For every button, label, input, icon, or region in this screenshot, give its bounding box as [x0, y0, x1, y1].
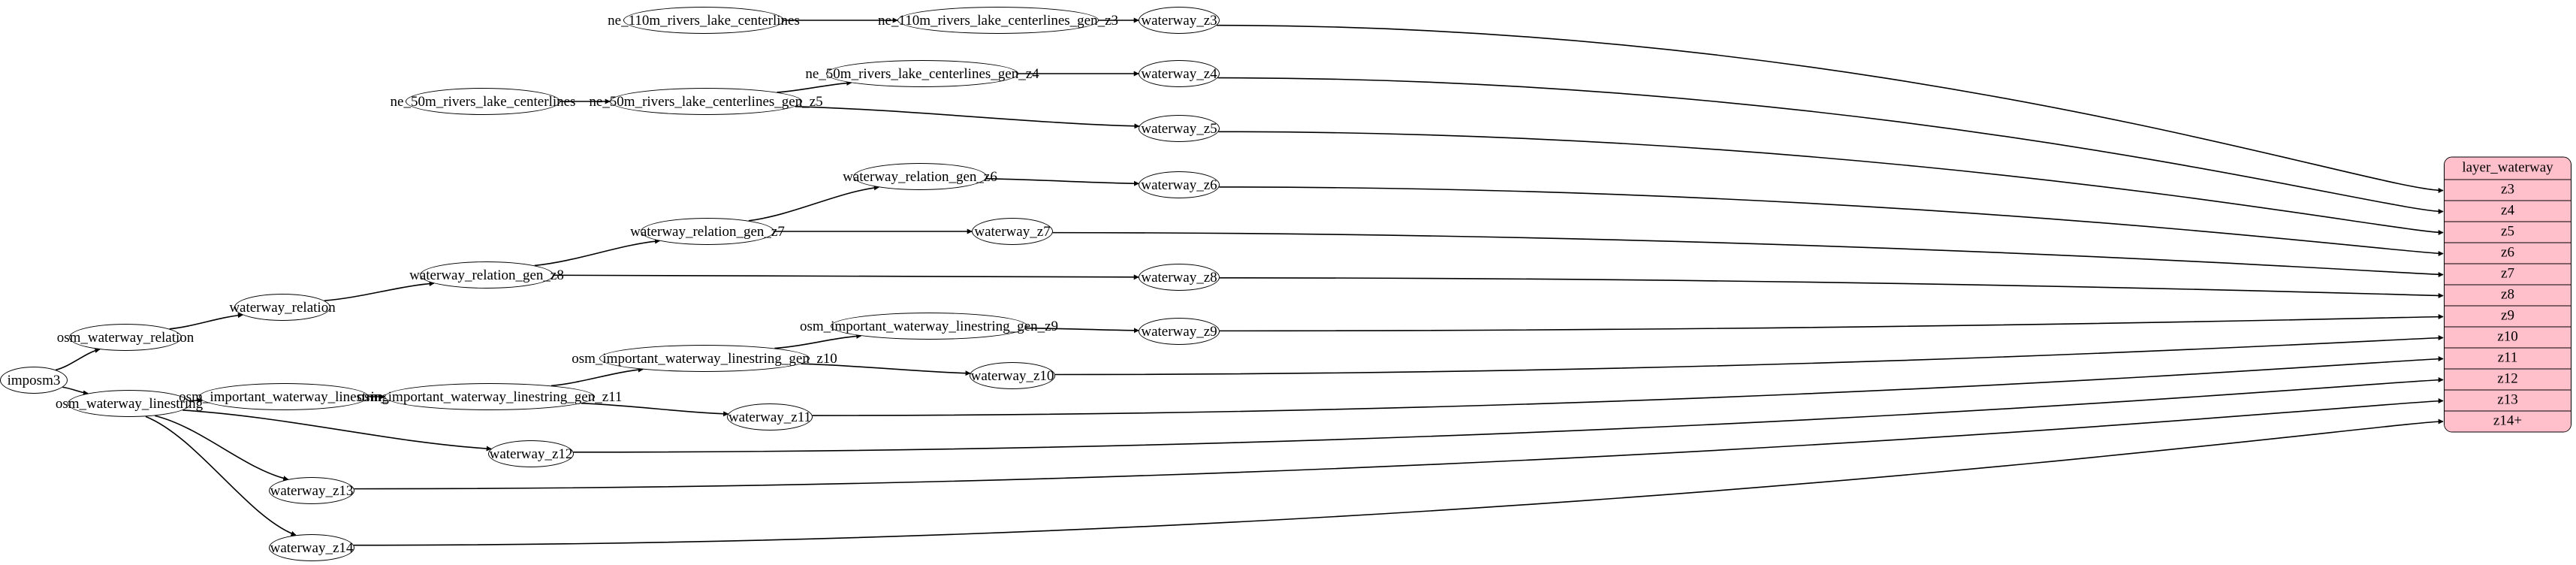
graph-edge-ne_50m_rivers_lake_centerlines_gen_z5--to--ne_50m_rivers_lake_centerlines_gen_z4 — [777, 80, 852, 93]
graph-edge-waterway_z4--to--layer_waterway-z4 — [1217, 77, 2444, 214]
graph-edge-waterway_z13--to--layer_waterway-z13 — [354, 398, 2444, 490]
layer-table-row-z11[interactable]: z11 — [2445, 348, 2571, 370]
graph-node-label: waterway_z11 — [728, 409, 812, 425]
graph-node-label: waterway_relation_gen_z7 — [630, 223, 785, 240]
graph-node-label: osm_waterway_linestring — [55, 395, 204, 412]
graph-node-waterway_relation_gen_z6[interactable]: waterway_relation_gen_z6 — [843, 163, 997, 190]
graph-node-label: waterway_z3 — [1141, 12, 1217, 29]
graph-edge-waterway_z14--to--layer_waterway-z14+ — [354, 418, 2444, 546]
graph-node-waterway_relation[interactable]: waterway_relation — [229, 294, 336, 321]
graph-node-osm_important_waterway_linestring_gen_z10[interactable]: osm_important_waterway_linestring_gen_z1… — [572, 345, 837, 372]
graph-edge-waterway_relation_gen_z8--to--waterway_relation_gen_z7 — [534, 238, 660, 267]
graph-node-label: ne_50m_rivers_lake_centerlines_gen_z5 — [589, 93, 823, 110]
graph-edge-waterway_z11--to--layer_waterway-z11 — [812, 356, 2444, 416]
graph-node-label: waterway_z14 — [270, 539, 354, 556]
graph-node-waterway_z4[interactable]: waterway_z4 — [1139, 60, 1220, 87]
graph-node-label: waterway_z9 — [1141, 323, 1217, 340]
layer-table-title: layer_waterway — [2445, 157, 2571, 180]
graph-node-label: ne_110m_rivers_lake_centerlines_gen_z3 — [877, 12, 1119, 29]
graph-node-label: ne_50m_rivers_lake_centerlines_gen_z4 — [805, 65, 1039, 82]
graph-node-waterway_z11[interactable]: waterway_z11 — [727, 403, 813, 431]
graph-node-osm_waterway_linestring[interactable]: osm_waterway_linestring — [56, 390, 203, 417]
graph-node-label: waterway_relation — [229, 299, 336, 316]
graph-node-ne_50m_rivers_lake_centerlines[interactable]: ne_50m_rivers_lake_centerlines — [391, 88, 575, 115]
graph-edge-waterway_relation_gen_z7--to--waterway_relation_gen_z6 — [748, 185, 879, 222]
graph-node-label: waterway_z10 — [970, 367, 1054, 384]
graph-edge-imposm3--to--osm_waterway_relation — [56, 347, 101, 371]
graph-edge-imposm3--to--osm_waterway_linestring — [62, 386, 89, 396]
graph-edge-waterway_z6--to--layer_waterway-z6 — [1219, 186, 2444, 256]
graph-node-osm_important_waterway_linestring[interactable]: osm_important_waterway_linestring — [179, 383, 389, 410]
graph-edge-osm_waterway_linestring--to--waterway_z13 — [155, 415, 289, 482]
graph-edge-waterway_z8--to--layer_waterway-z8 — [1219, 276, 2444, 298]
graph-edge-osm_waterway_relation--to--waterway_relation — [169, 313, 243, 330]
graph-node-osm_important_waterway_linestring_gen_z9[interactable]: osm_important_waterway_linestring_gen_z9 — [800, 313, 1058, 340]
layer-table-row-z4[interactable]: z4 — [2445, 201, 2571, 222]
layer-table-row-z9[interactable]: z9 — [2445, 306, 2571, 328]
graph-node-label: waterway_z7 — [974, 223, 1051, 240]
graph-node-waterway_z13[interactable]: waterway_z13 — [269, 477, 354, 504]
layer-table-row-z12[interactable]: z12 — [2445, 369, 2571, 391]
graph-node-label: imposm3 — [7, 372, 61, 388]
graph-node-label: waterway_relation_gen_z6 — [843, 168, 997, 185]
graph-node-ne_50m_rivers_lake_centerlines_gen_z4[interactable]: ne_50m_rivers_lake_centerlines_gen_z4 — [805, 60, 1039, 87]
graph-node-waterway_z12[interactable]: waterway_z12 — [488, 440, 574, 467]
graph-node-label: ne_50m_rivers_lake_centerlines — [390, 93, 576, 110]
graph-node-label: waterway_relation_gen_z8 — [409, 267, 564, 283]
graph-node-osm_waterway_relation[interactable]: osm_waterway_relation — [57, 324, 194, 351]
graph-edge-waterway_z5--to--layer_waterway-z5 — [1218, 131, 2444, 235]
graph-node-label: osm_important_waterway_linestring_gen_z9 — [799, 318, 1059, 334]
graph-node-imposm3[interactable]: imposm3 — [0, 367, 68, 394]
graph-node-label: ne_110m_rivers_lake_centerlines — [608, 12, 800, 29]
graph-node-label: osm_important_waterway_linestring_gen_z1… — [357, 388, 623, 405]
graph-node-label: waterway_z12 — [489, 446, 573, 462]
graph-node-ne_110m_rivers_lake_centerlines_gen_z3[interactable]: ne_110m_rivers_lake_centerlines_gen_z3 — [878, 7, 1118, 34]
graph-node-label: osm_important_waterway_linestring_gen_z1… — [572, 350, 837, 367]
layer-table-row-z13[interactable]: z13 — [2445, 390, 2571, 412]
graph-node-waterway_z3[interactable]: waterway_z3 — [1139, 7, 1220, 34]
layer-table-row-z3[interactable]: z3 — [2445, 180, 2571, 201]
graph-edge-osm_waterway_linestring--to--waterway_z14 — [145, 415, 297, 536]
graph-node-ne_50m_rivers_lake_centerlines_gen_z5[interactable]: ne_50m_rivers_lake_centerlines_gen_z5 — [589, 88, 823, 115]
graph-edge-waterway_relation--to--waterway_relation_gen_z8 — [324, 281, 435, 301]
graph-node-label: osm_waterway_relation — [56, 329, 195, 346]
graph-node-waterway_relation_gen_z7[interactable]: waterway_relation_gen_z7 — [630, 218, 785, 245]
graph-node-waterway_z8[interactable]: waterway_z8 — [1139, 264, 1220, 291]
graph-edge-waterway_relation_gen_z6--to--waterway_z6 — [985, 178, 1139, 186]
graph-node-waterway_z14[interactable]: waterway_z14 — [269, 534, 354, 561]
graph-node-ne_110m_rivers_lake_centerlines[interactable]: ne_110m_rivers_lake_centerlines — [608, 7, 800, 34]
graph-edge-waterway_z3--to--layer_waterway-z3 — [1217, 24, 2444, 193]
graph-edge-osm_important_waterway_linestring_gen_z10--to--osm_important_waterway_linestring_gen_z9 — [774, 333, 862, 349]
graph-node-waterway_z10[interactable]: waterway_z10 — [970, 362, 1055, 389]
layer-table-row-z6[interactable]: z6 — [2445, 243, 2571, 264]
graph-node-label: waterway_z5 — [1141, 120, 1217, 137]
graph-node-waterway_z6[interactable]: waterway_z6 — [1139, 171, 1220, 198]
graph-node-label: osm_important_waterway_linestring — [179, 388, 389, 405]
graph-edge-ne_50m_rivers_lake_centerlines_gen_z5--to--waterway_z5 — [795, 105, 1140, 129]
graph-edge-waterway_z7--to--layer_waterway-z7 — [1052, 231, 2444, 277]
layer-table-row-z10[interactable]: z10 — [2445, 327, 2571, 349]
graph-edge-osm_important_waterway_linestring_gen_z11--to--osm_important_waterway_linestring_gen_z10 — [550, 367, 644, 387]
graph-edge-osm_important_waterway_linestring_gen_z11--to--waterway_z11 — [581, 403, 729, 417]
layer-table-row-z8[interactable]: z8 — [2445, 285, 2571, 307]
graph-node-label: waterway_z8 — [1141, 269, 1217, 286]
graph-node-label: waterway_z13 — [270, 482, 354, 499]
graph-node-waterway_z7[interactable]: waterway_z7 — [972, 218, 1053, 245]
graph-edge-waterway_z12--to--layer_waterway-z12 — [573, 377, 2444, 453]
layer-table-row-z5[interactable]: z5 — [2445, 222, 2571, 243]
graph-edge-osm_waterway_linestring--to--waterway_z12 — [182, 409, 492, 452]
graph-node-waterway_z5[interactable]: waterway_z5 — [1139, 115, 1220, 142]
graph-node-waterway_relation_gen_z8[interactable]: waterway_relation_gen_z8 — [409, 261, 564, 289]
graph-edge-waterway_z10--to--layer_waterway-z10 — [1054, 335, 2444, 376]
graph-edge-waterway_relation_gen_z8--to--waterway_z8 — [553, 274, 1139, 280]
graph-node-label: waterway_z4 — [1141, 65, 1217, 82]
graph-node-label: waterway_z6 — [1141, 177, 1217, 193]
graph-node-waterway_z9[interactable]: waterway_z9 — [1139, 318, 1220, 345]
graph-node-osm_important_waterway_linestring_gen_z11[interactable]: osm_important_waterway_linestring_gen_z1… — [357, 383, 622, 410]
layer-table-row-z7[interactable]: z7 — [2445, 264, 2571, 286]
layer-table-row-z14+[interactable]: z14+ — [2445, 411, 2571, 432]
graph-edge-waterway_z9--to--layer_waterway-z9 — [1219, 314, 2444, 332]
